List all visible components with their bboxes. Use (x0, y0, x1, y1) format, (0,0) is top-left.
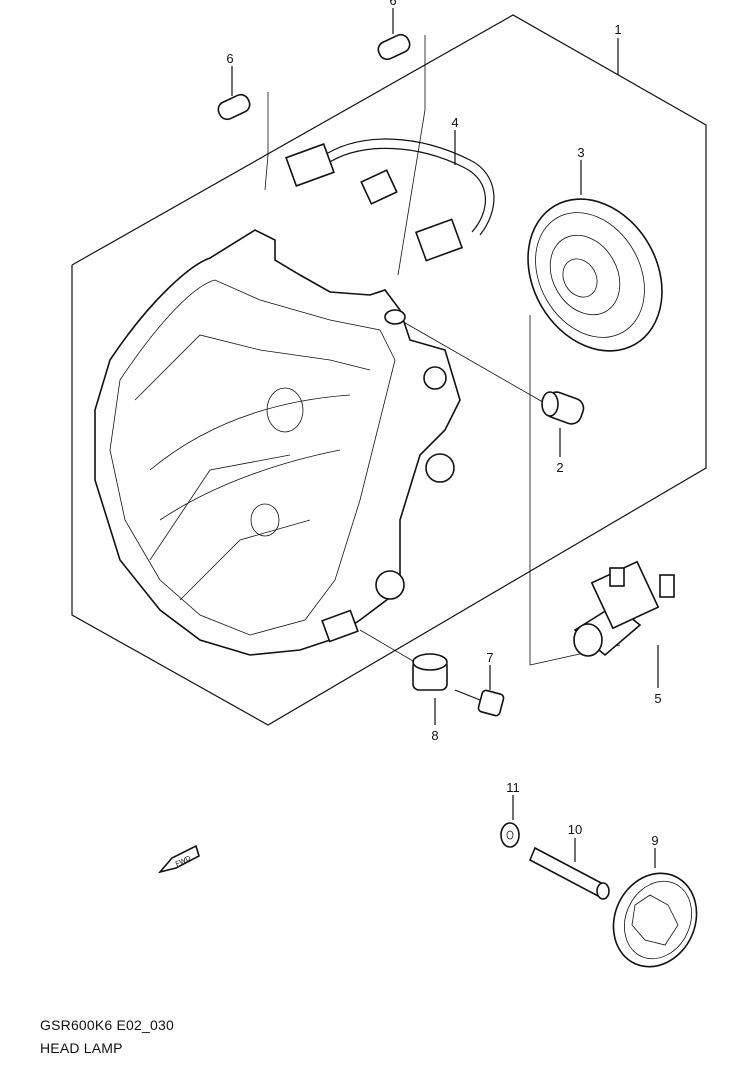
callout-2: 2 (556, 460, 563, 475)
callout-3: 3 (577, 145, 584, 160)
callout-7: 7 (486, 650, 493, 665)
forward-direction-arrow: FWD (157, 844, 200, 874)
grommet-8 (412, 653, 448, 691)
axis-pin-2 (399, 319, 549, 406)
callout-1: 1 (614, 22, 621, 37)
bulb-group-boundary-6-upper (397, 35, 426, 276)
callout-5: 5 (654, 691, 661, 706)
position-bulb-6-left (217, 93, 251, 121)
callout-11: 11 (506, 780, 520, 795)
diagram-code: GSR600K6 E02_030 (40, 1017, 174, 1033)
callout-10: 10 (568, 822, 582, 837)
callout-6-top: 6 (389, 0, 396, 8)
assembly-boundary (71, 14, 707, 726)
position-bulb-6-top (377, 33, 411, 61)
headlamp-bulb-5 (573, 560, 675, 657)
housing-mount-bosses (321, 309, 455, 643)
pin-2 (541, 391, 585, 425)
washer-11 (500, 822, 520, 848)
socket-cover-3 (527, 198, 663, 352)
callout-6-left: 6 (226, 51, 233, 66)
position-lamp-harness-4 (285, 138, 495, 262)
headlamp-housing (94, 229, 461, 656)
callout-8: 8 (431, 728, 438, 743)
callout-4: 4 (451, 115, 458, 130)
screw-7 (454, 689, 505, 717)
reflector-9 (612, 872, 698, 968)
diagram-title: HEAD LAMP (40, 1040, 123, 1056)
stud-10 (528, 846, 610, 900)
bulb-group-boundary-6 (264, 92, 269, 191)
callout-9: 9 (651, 833, 658, 848)
